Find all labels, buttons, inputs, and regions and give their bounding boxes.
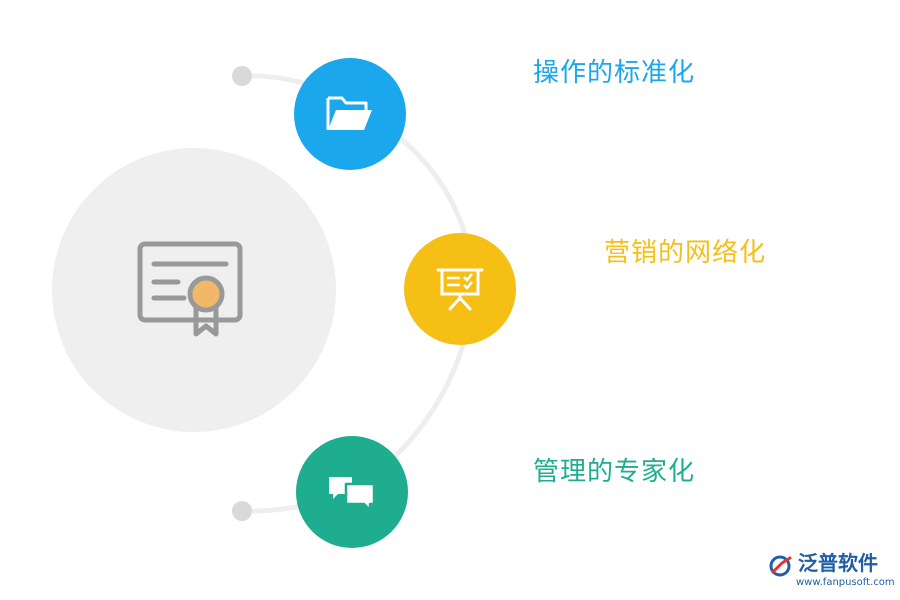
label-management: 管理的专家化 [533,457,696,487]
center-certificate-circle [52,148,336,432]
node-management [296,436,408,548]
certificate-icon [137,241,243,337]
brand-logo: 泛普软件 www.fanpusoft.com [768,551,895,596]
chat-bubbles-icon [329,477,376,512]
brand-mark-icon [769,555,792,577]
label-standardization: 操作的标准化 [533,58,696,88]
node-standardization [294,58,406,170]
arc-end-dot [232,501,252,521]
brand-name: 泛普软件 [798,551,878,575]
brand-url: www.fanpusoft.com [796,577,895,588]
label-marketing: 营销的网络化 [604,238,767,268]
arc-start-dot [232,66,252,86]
node-marketing [404,233,516,345]
folder-icon [326,96,372,130]
presentation-board-icon [436,268,484,311]
